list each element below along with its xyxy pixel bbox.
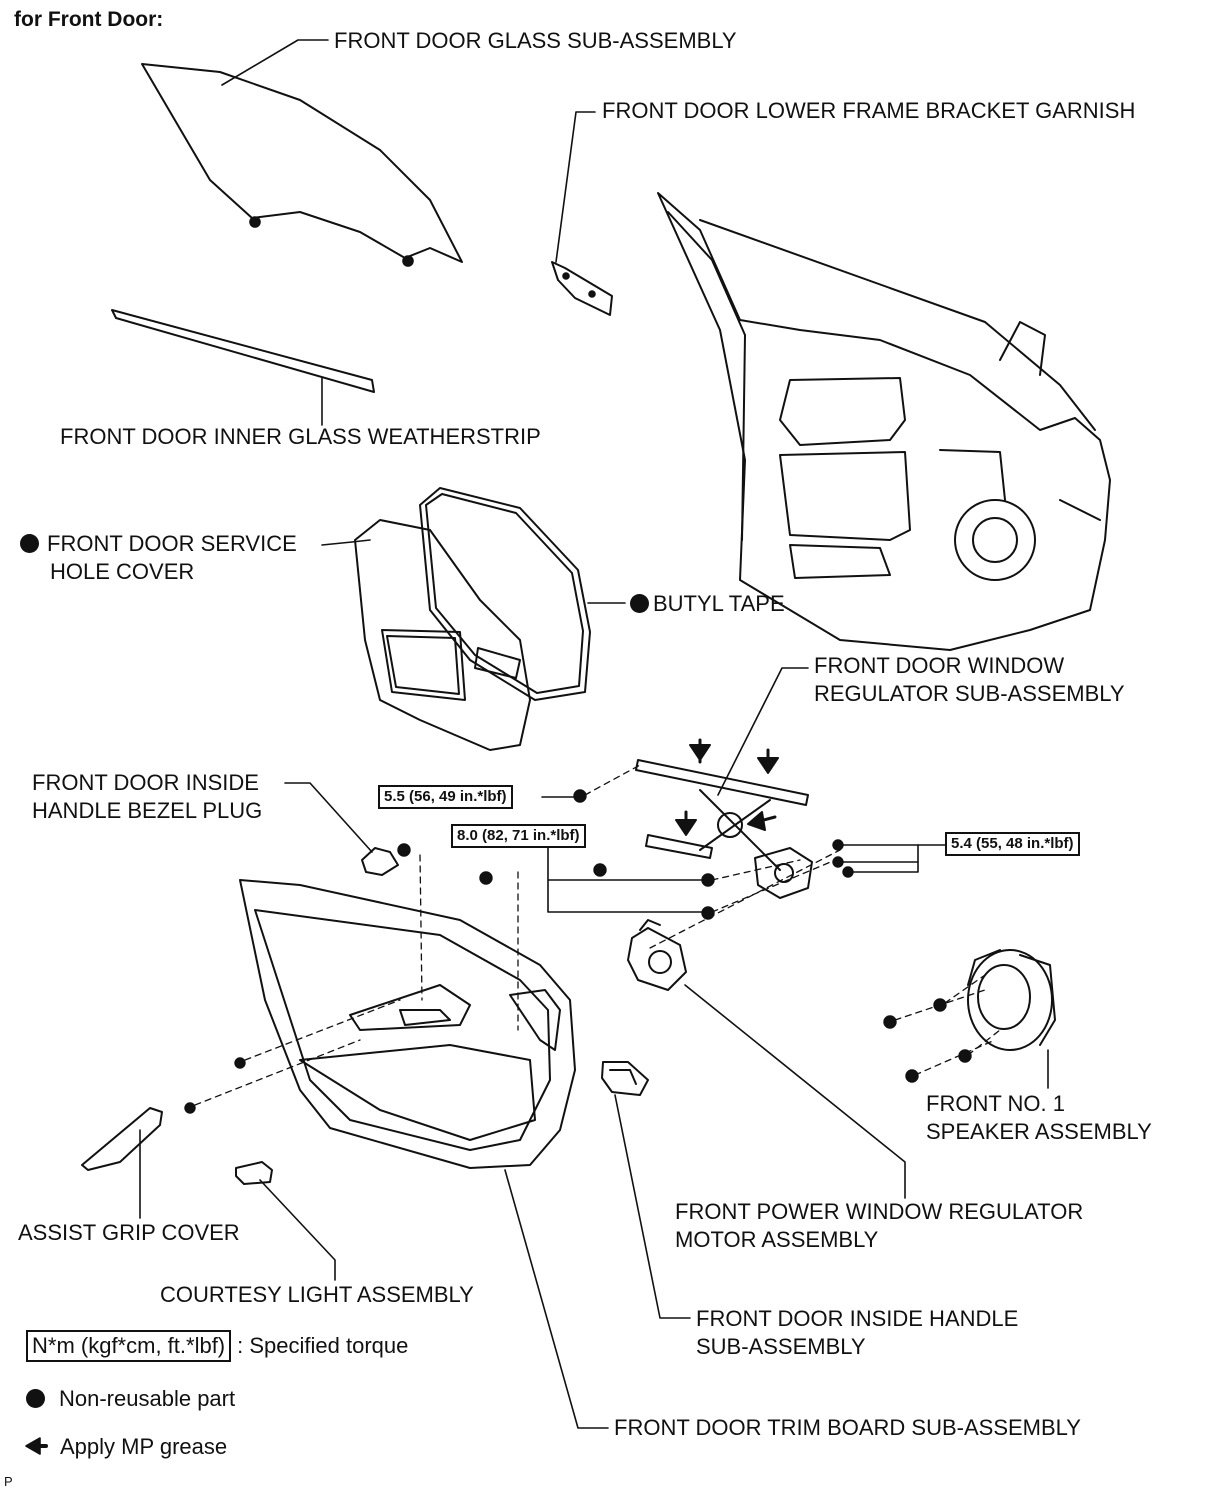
lower-garnish-part xyxy=(551,261,613,316)
legend-torque-text: : Specified torque xyxy=(237,1333,409,1358)
label-service-cover-line2: HOLE COVER xyxy=(50,559,195,584)
label-butyl-tape: BUTYL TAPE xyxy=(630,590,785,618)
legend-nonreusable-text: Non-reusable part xyxy=(59,1386,236,1411)
label-weatherstrip: FRONT DOOR INNER GLASS WEATHERSTRIP xyxy=(60,424,541,449)
legend-nonreusable: Non-reusable part xyxy=(26,1385,235,1413)
label-motor-line2: MOTOR ASSEMBLY xyxy=(675,1227,879,1252)
nonreusable-dot-icon xyxy=(26,1389,45,1408)
label-speaker-line2: SPEAKER ASSEMBLY xyxy=(926,1119,1152,1144)
trim-board-part xyxy=(239,879,576,1169)
inside-handle-part xyxy=(601,1061,649,1096)
label-lower-garnish: FRONT DOOR LOWER FRAME BRACKET GARNISH xyxy=(602,98,1136,123)
label-service-cover: FRONT DOOR SERVICE xyxy=(20,530,297,558)
footer-code: P xyxy=(4,1474,13,1489)
diagram-title: for Front Door: xyxy=(14,8,164,31)
label-bezel-line1: FRONT DOOR INSIDE xyxy=(32,770,259,795)
courtesy-light-part xyxy=(235,1161,273,1185)
legend-torque-unit: N*m (kgf*cm, ft.*lbf) xyxy=(26,1330,232,1362)
legend-grease-text: Apply MP grease xyxy=(60,1434,228,1459)
label-handle-line2: SUB-ASSEMBLY xyxy=(696,1334,866,1359)
legend-torque: N*m (kgf*cm, ft.*lbf): Specified torque xyxy=(26,1330,408,1362)
door-panel-part xyxy=(657,192,1111,651)
service-hole-cover-part xyxy=(354,519,531,751)
door-glass-part xyxy=(141,63,463,267)
torque-box-2: 8.0 (82, 71 in.*lbf) xyxy=(451,824,586,848)
label-regulator-line2: REGULATOR SUB-ASSEMBLY xyxy=(814,681,1125,706)
leader-lines xyxy=(139,39,1049,1429)
label-trim-board: FRONT DOOR TRIM BOARD SUB-ASSEMBLY xyxy=(614,1415,1081,1440)
nonreusable-dot-icon xyxy=(20,534,39,553)
bezel-plug-part xyxy=(361,847,399,876)
label-handle-line1: FRONT DOOR INSIDE HANDLE xyxy=(696,1306,1019,1331)
label-courtesy-light: COURTESY LIGHT ASSEMBLY xyxy=(160,1282,474,1307)
label-service-cover-line1: FRONT DOOR SERVICE xyxy=(47,531,297,556)
torque-box-3: 5.4 (55, 48 in.*lbf) xyxy=(945,832,1080,856)
label-assist-grip: ASSIST GRIP COVER xyxy=(18,1220,240,1245)
label-speaker-line1: FRONT NO. 1 xyxy=(926,1091,1065,1116)
label-butyl-text: BUTYL TAPE xyxy=(653,591,785,616)
regulator-motor-part xyxy=(627,919,687,991)
label-motor-line1: FRONT POWER WINDOW REGULATOR xyxy=(675,1199,1084,1224)
dashed-guides xyxy=(194,764,1001,1106)
label-glass: FRONT DOOR GLASS SUB-ASSEMBLY xyxy=(334,28,737,53)
window-regulator-part xyxy=(635,738,813,899)
grease-arrow-icon xyxy=(25,1437,48,1455)
label-bezel-line2: HANDLE BEZEL PLUG xyxy=(32,798,263,823)
weatherstrip-part xyxy=(111,309,375,393)
assist-grip-cover-part xyxy=(81,1107,163,1171)
butyl-tape-part xyxy=(419,487,591,701)
torque-box-1: 5.5 (56, 49 in.*lbf) xyxy=(378,785,513,809)
label-regulator-line1: FRONT DOOR WINDOW xyxy=(814,653,1065,678)
nonreusable-dot-icon xyxy=(630,594,649,613)
speaker-part xyxy=(967,949,1056,1051)
